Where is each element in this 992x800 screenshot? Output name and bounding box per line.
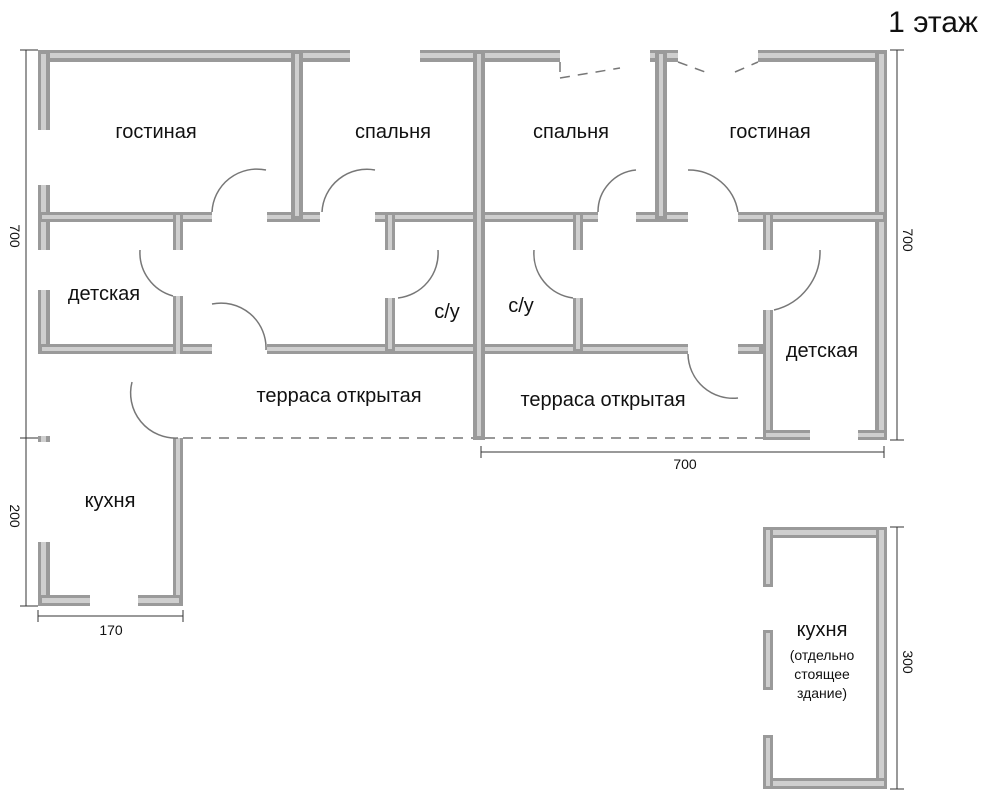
door-swings xyxy=(129,168,821,439)
dim-kitchen-width: 170 xyxy=(99,622,123,638)
room-label-wc-right: с/у xyxy=(508,295,534,317)
room-label-bedroom-2: спальня xyxy=(533,121,609,143)
room-label-wc-left: с/у xyxy=(434,301,460,323)
room-label-living-left: гостиная xyxy=(115,121,196,143)
kitchen-note-line-3: здание) xyxy=(797,685,847,701)
kitchen-note-line-1: (отдельно xyxy=(790,647,855,663)
door-openings xyxy=(37,49,858,607)
dim-right-height: 700 xyxy=(900,228,916,252)
kitchen-note-line-2: стоящее xyxy=(794,666,850,682)
room-labels: гостиная спальня спальня гостиная детска… xyxy=(68,121,858,701)
room-label-kitchen: кухня xyxy=(85,490,136,512)
dashed-lines xyxy=(183,61,763,439)
dim-kitchen-height: 200 xyxy=(7,504,23,528)
room-label-kitchen-separate: кухня xyxy=(797,619,848,641)
room-label-kids-left: детская xyxy=(68,283,140,305)
dim-left-height: 700 xyxy=(7,224,23,248)
room-label-kids-right: детская xyxy=(786,340,858,362)
floor-title: 1 этаж xyxy=(888,6,978,39)
room-label-living-right: гостиная xyxy=(729,121,810,143)
dim-right-width: 700 xyxy=(673,456,697,472)
room-label-terrace-left: терраса открытая xyxy=(256,385,421,407)
dim-separate-kitchen-height: 300 xyxy=(900,650,916,674)
dimension-labels: 700 200 700 300 170 700 xyxy=(7,224,916,674)
room-label-terrace-right: терраса открытая xyxy=(520,389,685,411)
walls xyxy=(38,50,887,789)
dimension-lines xyxy=(20,49,904,790)
room-label-bedroom-1: спальня xyxy=(355,121,431,143)
